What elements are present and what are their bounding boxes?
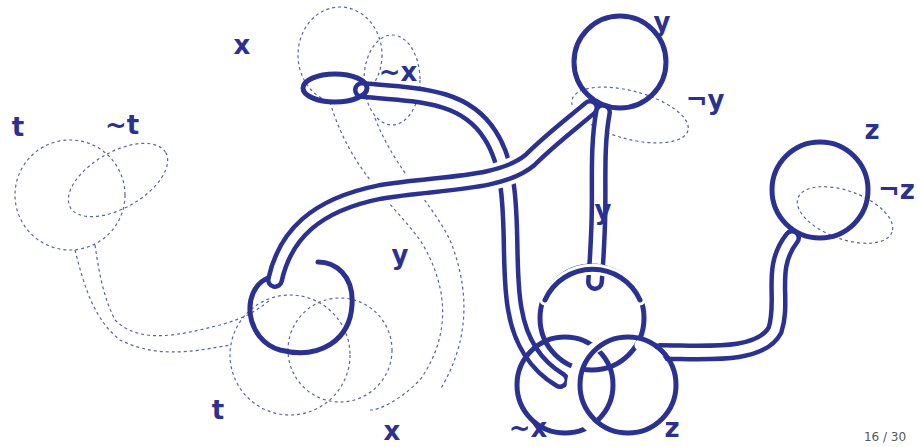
variable-label: z [864,117,879,143]
band-inner [362,90,560,380]
dashed-loop [288,298,392,402]
dashed-strand [75,250,230,352]
knot-loop [772,142,868,238]
dashed-loop [56,128,179,231]
dashed-loop [15,140,125,250]
knot-loop [303,74,367,102]
variable-label: x [234,32,251,58]
variable-label: ¬y [686,87,725,113]
variable-label: y [654,9,671,35]
band-inner [660,238,792,353]
crossing-gap [275,108,590,280]
variable-label: ~x [509,415,548,441]
knot-loop [250,262,352,353]
variable-label: y [392,242,409,268]
page-number: 16 / 30 [864,431,906,443]
band-outline [362,90,560,380]
ring [545,269,640,300]
knot-loop [574,16,666,108]
band-outline [275,108,590,280]
band-inner [275,108,590,280]
variable-label: ¬z [878,177,915,203]
dashed-strand [95,245,270,336]
dashed-loop [364,35,420,125]
band-outline [660,238,792,353]
variable-label: z [664,415,679,441]
variable-label: ~x [379,59,418,85]
crossing-gap [545,269,640,300]
dashed-loop [298,7,382,103]
ring [580,337,676,433]
dashed-strand [330,102,443,410]
variable-label: t [212,397,224,423]
dashed-strand [375,118,464,390]
variable-label: ~t [105,112,139,138]
variable-label: y [595,197,612,223]
variable-label: t [12,114,24,140]
variable-label: x [384,418,401,444]
